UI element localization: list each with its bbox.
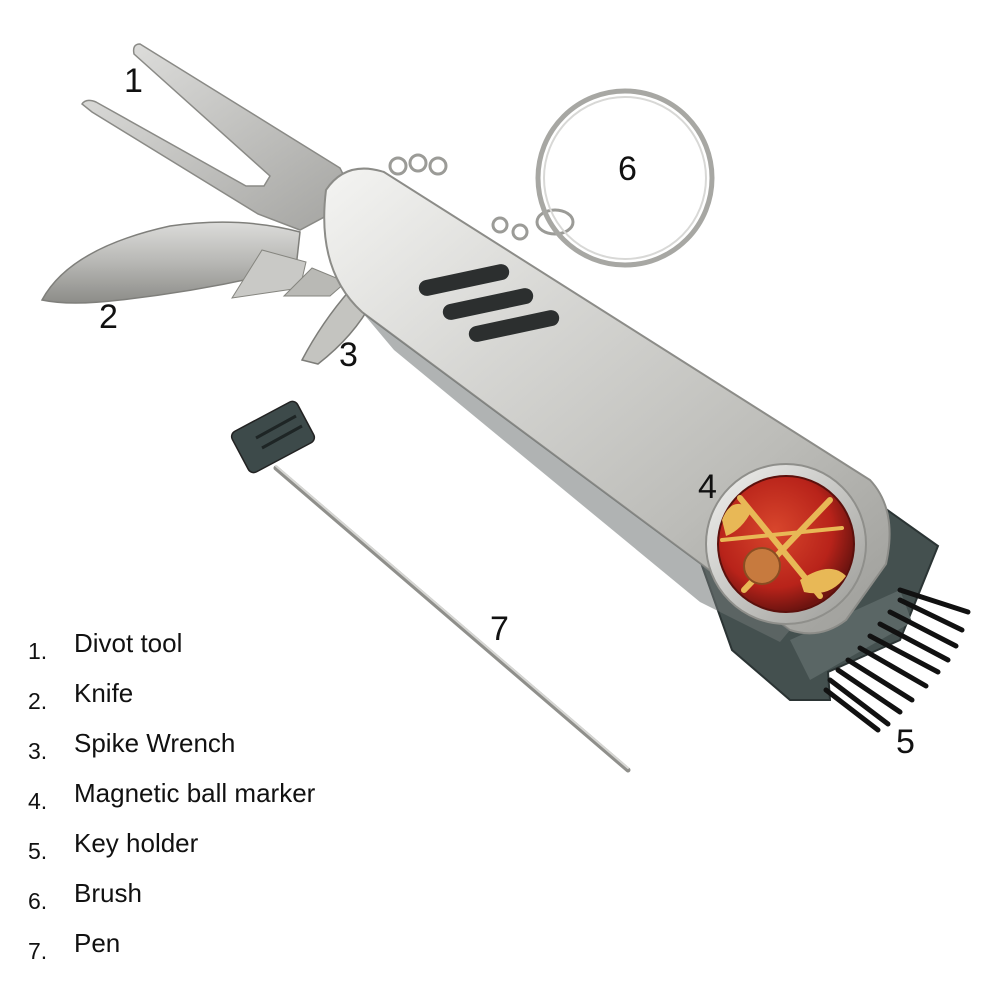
small-blades: [231, 249, 347, 299]
legend-label: Brush: [74, 878, 142, 908]
legend-label: Pen: [74, 928, 121, 958]
pen: [230, 400, 631, 773]
key-ring: [535, 88, 715, 268]
legend-label: Magnetic ball marker: [74, 778, 316, 808]
legend-number: 2.: [28, 688, 48, 714]
brush-bristles: [823, 587, 971, 733]
callout-7: 7: [490, 610, 509, 648]
legend-number: 1.: [28, 638, 48, 664]
legend-number: 5.: [28, 838, 48, 864]
ball-marker: [705, 463, 867, 625]
callout-5: 5: [896, 723, 915, 761]
callout-6: 6: [618, 150, 637, 188]
legend-label: Key holder: [74, 828, 199, 858]
legend-number: 7.: [28, 938, 48, 964]
knife-blade: [40, 221, 301, 304]
legend-label: Knife: [74, 678, 134, 708]
callout-2: 2: [99, 298, 118, 336]
legend-number: 3.: [28, 738, 48, 764]
callout-4: 4: [698, 468, 717, 506]
legend-label: Spike Wrench: [74, 728, 236, 758]
legend-label: Divot tool: [74, 628, 183, 658]
divot-fork: [80, 43, 357, 231]
legend-number: 6.: [28, 888, 48, 914]
key-chain: [388, 153, 575, 241]
legend-number: 4.: [28, 788, 48, 814]
callout-1: 1: [124, 62, 143, 100]
callout-3: 3: [339, 336, 358, 374]
